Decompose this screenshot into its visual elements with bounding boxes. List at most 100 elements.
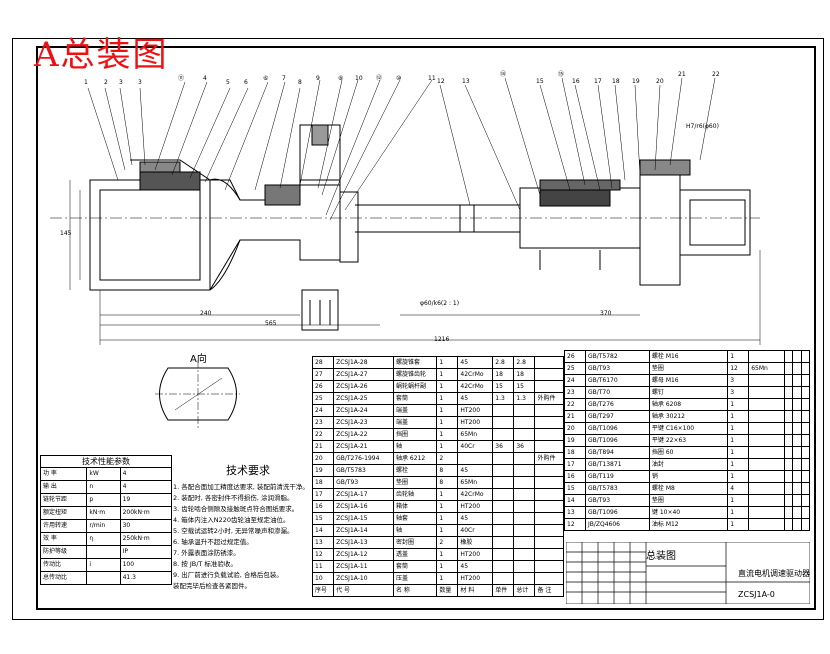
bom-cell — [513, 500, 536, 513]
bom-cell: GB/T297 — [584, 410, 650, 423]
bom-cell: 17 — [564, 458, 586, 471]
tech-req-line: 2. 装配时, 各密封件不得损伤, 涂润滑脂。 — [173, 494, 294, 502]
bom-cell: 28 — [311, 356, 335, 369]
bom-cell: 65Mn — [748, 362, 786, 375]
bom-cell — [748, 506, 786, 519]
product-name: 直流电机调速驱动器 — [738, 569, 810, 578]
bom-cell: 2.8 — [513, 356, 536, 369]
tech-params-cell: 效 率 — [39, 532, 88, 546]
dim-d4: 145 — [60, 230, 72, 237]
bom-cell: 36 — [513, 440, 536, 453]
svg-text:3: 3 — [138, 79, 142, 86]
tech-req-line: 1. 各配合面加工精度达要求, 装配前清洗干净。 — [173, 483, 309, 491]
bom-cell: 2 — [436, 452, 459, 465]
bom-cell — [492, 512, 515, 525]
bom-header-row: 序号代 号名 称数量材 料单件总计备 注 — [311, 584, 564, 597]
tech-params-cell: 100 — [119, 558, 173, 572]
bom-cell: GB/T93 — [333, 476, 394, 489]
tech-params-cell: 19 — [119, 493, 173, 507]
bom-cell — [492, 464, 515, 477]
bom-cell — [792, 518, 802, 531]
bom-cell — [534, 512, 564, 525]
bom-cell — [800, 422, 811, 435]
bom-cell — [513, 476, 536, 489]
tech-params-cell: 200kN·m — [119, 506, 173, 520]
bom-cell — [748, 386, 786, 399]
bom-cell: 45 — [457, 560, 494, 573]
bom-cell: 1 — [436, 404, 459, 417]
bom-cell: 1 — [436, 368, 459, 381]
bom-cell — [534, 488, 564, 501]
bom-cell — [492, 488, 515, 501]
tech-req-line: 5. 空载试运转2小时, 无异常噪声和渗漏。 — [173, 527, 294, 535]
bom-header-cell: 数量 — [436, 584, 459, 597]
bom-cell — [534, 500, 564, 513]
bom-cell: 21 — [311, 440, 335, 453]
bom-cell: 外购件 — [534, 452, 564, 465]
bom-cell: ZCSJ1A-24 — [333, 404, 394, 417]
bom-cell — [457, 452, 494, 465]
bom-cell — [513, 572, 536, 585]
bom-cell: 挡圈 — [392, 428, 438, 441]
dim-d1: 240 — [200, 310, 212, 317]
bom-cell — [492, 560, 515, 573]
svg-text:13: 13 — [462, 78, 470, 85]
view-a-label: A向 — [190, 354, 207, 365]
bom-cell: 18 — [564, 446, 586, 459]
bom-cell — [492, 548, 515, 561]
bom-cell — [534, 548, 564, 561]
bom-cell: 22 — [564, 398, 586, 411]
bom-cell: 1 — [727, 350, 750, 363]
bom-cell — [784, 386, 794, 399]
bom-cell — [534, 404, 564, 417]
bom-cell — [492, 404, 515, 417]
svg-text:⑭: ⑭ — [500, 70, 506, 78]
bom-cell: 65Mn — [457, 476, 494, 489]
bom-cell: 12 — [727, 362, 750, 375]
tech-params-cell: 额定扭矩 — [39, 506, 88, 520]
bom-cell: 18 — [492, 368, 515, 381]
tech-params-cell: 4 — [119, 480, 173, 494]
bom-cell — [784, 362, 794, 375]
bom-cell: GB/T5782 — [584, 350, 650, 363]
bom-cell — [784, 434, 794, 447]
bom-header-cell: 序号 — [311, 584, 335, 597]
svg-text:12: 12 — [437, 78, 445, 85]
bom-cell — [784, 410, 794, 423]
bom-cell: 1 — [436, 380, 459, 393]
bom-cell — [792, 398, 802, 411]
bom-cell: 15 — [311, 512, 335, 525]
svg-text:21: 21 — [678, 71, 686, 78]
bom-cell: 20 — [564, 422, 586, 435]
bom-cell: 螺钉 — [648, 386, 729, 399]
bom-cell — [492, 500, 515, 513]
bom-cell: 平键 22×63 — [648, 434, 729, 447]
bom-cell: 1 — [727, 434, 750, 447]
bom-cell: 19 — [311, 464, 335, 477]
bom-cell — [748, 422, 786, 435]
bom-cell: 65Mn — [457, 428, 494, 441]
svg-text:15: 15 — [536, 78, 544, 85]
tech-params-cell: 链轮节距 — [39, 493, 88, 507]
bom-cell: 1 — [436, 512, 459, 525]
bom-cell — [534, 536, 564, 549]
bom-cell: 1 — [727, 398, 750, 411]
bom-cell — [800, 506, 811, 519]
bom-cell — [792, 422, 802, 435]
bom-cell: HT200 — [457, 416, 494, 429]
bom-cell — [534, 356, 564, 369]
bom-cell — [748, 458, 786, 471]
bom-cell: GB/T70 — [584, 386, 650, 399]
bom-cell — [534, 380, 564, 393]
bom-cell: ZCSJ1A-10 — [333, 572, 394, 585]
bom-cell: 25 — [311, 392, 335, 405]
